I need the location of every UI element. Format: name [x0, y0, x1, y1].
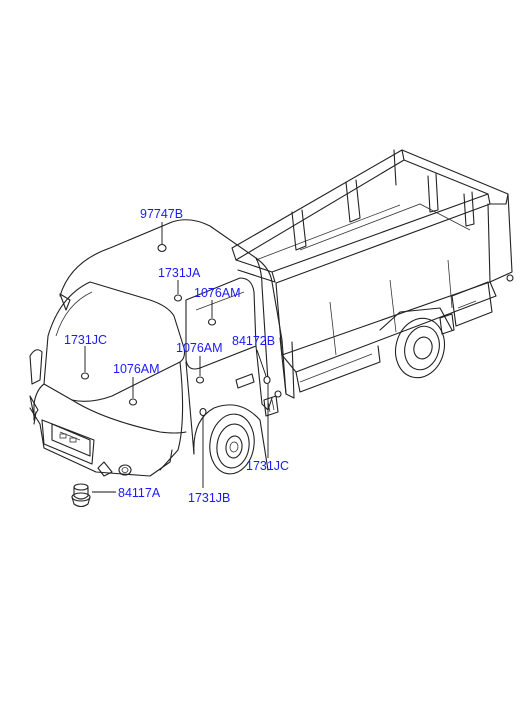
label-1076AM-a: 1076AM	[194, 286, 241, 300]
chassis	[279, 337, 381, 399]
truck-cab	[29, 219, 287, 477]
label-1076AM-c: 1076AM	[113, 362, 160, 376]
leader-lines	[84, 222, 269, 493]
label-1076AM-b: 1076AM	[176, 341, 223, 355]
plug-1731JA	[173, 294, 183, 302]
label-97747B: 97747B	[140, 207, 184, 221]
plug-1076AM-c	[128, 398, 138, 406]
label-84172B: 84172B	[232, 334, 276, 348]
label-1731JA: 1731JA	[158, 266, 201, 280]
fuel-tank	[439, 281, 493, 335]
cargo-bed	[231, 149, 514, 373]
plug-1076AM-a	[207, 318, 217, 326]
rear-wheel	[379, 307, 453, 379]
grommet-84117A	[71, 483, 91, 508]
plug-markers	[80, 243, 282, 417]
plug-1076AM-b	[195, 376, 205, 384]
label-1731JC-b: 1731JC	[246, 459, 290, 473]
label-1731JB: 1731JB	[188, 491, 231, 505]
plug-84172B	[263, 375, 271, 385]
plug-1731JB	[199, 407, 207, 417]
label-84117A: 84117A	[118, 486, 161, 500]
plug-97747B	[157, 243, 167, 253]
front-wheel	[193, 404, 269, 475]
label-1731JC-a: 1731JC	[64, 333, 108, 347]
plug-1731JC-b	[274, 390, 282, 398]
plug-1731JC-a	[80, 372, 90, 380]
